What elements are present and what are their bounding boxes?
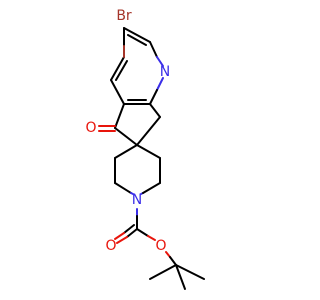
bond-carbonyl-ether-o (147, 235, 156, 241)
bond-n1-c7a-c (149, 89, 158, 105)
atom-piperidine-nitrogen-label: N (132, 192, 142, 208)
bond-c4-c3 (110, 56, 125, 81)
bond-aromatic-3 (115, 60, 128, 81)
atom-pyridine-nitrogen-label: N (160, 64, 170, 80)
bond-c2-n1-n (156, 56, 164, 67)
bond-ether-tbu-c (169, 256, 177, 266)
bond-c3a-c4 (110, 79, 125, 105)
bond-spiro-left-top (114, 144, 138, 159)
bond-n-right-bottom (142, 182, 161, 194)
bond-c3a-c5 (114, 103, 125, 129)
bond-c3-c2 (123, 27, 151, 43)
atom-carbonyl-oxygen-label: O (105, 238, 116, 254)
pyridine-ring (110, 27, 164, 105)
bond-carbonyl-o-o2 (114, 232, 125, 240)
atom-ether-oxygen-label: O (155, 238, 166, 254)
piperidine-ring (114, 144, 161, 195)
bond-carbonyl-o-o1 (116, 236, 128, 244)
atom-bromine-label: Br (116, 8, 132, 24)
bond-tbu-methyl-2 (175, 264, 205, 280)
bond-aromatic-1 (127, 34, 147, 46)
cyclopentanone-ring (114, 103, 161, 146)
bond-right-top-spiro (136, 144, 161, 159)
bond-left-bottom-n-n (130, 192, 134, 195)
bond-c6-c7 (136, 116, 161, 146)
bond-c2-n1 (149, 41, 158, 58)
bond-carbonyl-o-c1 (126, 228, 138, 238)
bond-ether-tbu-o (165, 251, 171, 258)
molecule-structure: Br N O N O O (85, 8, 205, 290)
bond-carbonyl-ether-c (136, 228, 149, 237)
bond-left-bottom-n (114, 182, 132, 194)
bond-n1-c7a (156, 77, 164, 91)
bond-c7-c7a (149, 103, 161, 118)
bond-tbu-methyl-1 (149, 264, 177, 280)
atom-ketone-oxygen-label: O (85, 120, 96, 136)
bond-carbonyl-o-c2 (123, 224, 135, 234)
bond-tbu-methyl-3 (175, 264, 186, 290)
bond-c5-c6 (114, 127, 138, 146)
